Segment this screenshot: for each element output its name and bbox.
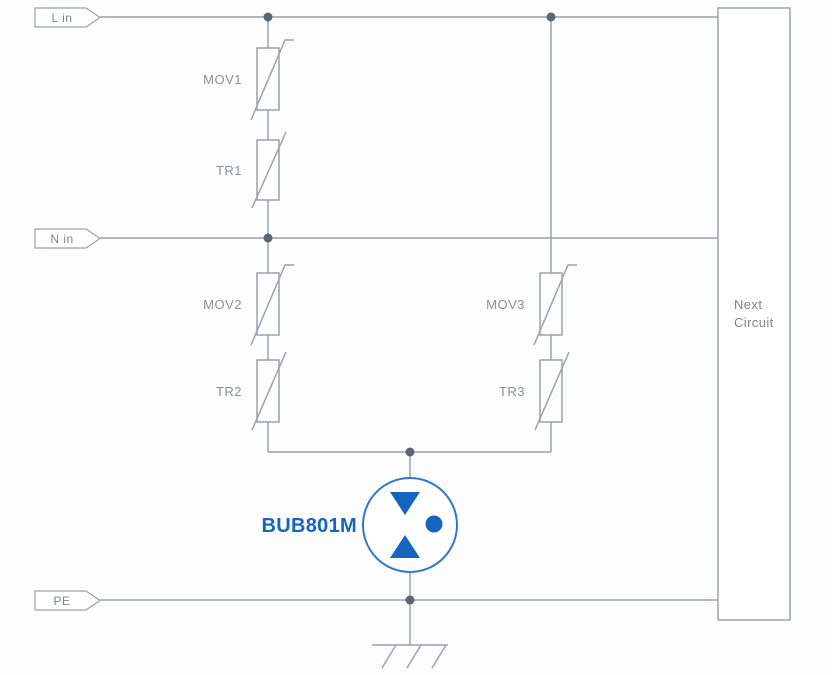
varistor-stroke-icon — [250, 39, 294, 121]
varistor-stroke-icon — [533, 264, 577, 346]
junction-dot — [546, 12, 556, 22]
gdt-electrode-side-icon — [425, 515, 443, 533]
junction-dot — [263, 12, 273, 22]
component-tr2 — [251, 351, 287, 431]
varistor-stroke-icon — [250, 264, 294, 346]
gdt-ring-icon — [362, 477, 458, 573]
earth-ground-icon — [372, 644, 448, 669]
gdt-electrode-top-icon — [390, 492, 420, 515]
component-tr1 — [251, 131, 287, 209]
terminal-l-in: L in — [34, 7, 102, 28]
terminal-tag-shape — [34, 228, 102, 249]
thermistor-stroke-icon — [251, 131, 287, 209]
terminal-tag-shape — [34, 7, 102, 28]
next-circuit-label-line2: Circuit — [734, 315, 774, 330]
component-tr3 — [534, 351, 570, 431]
thermistor-stroke-icon — [534, 351, 570, 431]
terminal-tag-shape — [34, 590, 102, 611]
label-mov1: MOV1 — [203, 72, 242, 87]
thermistor-stroke-icon — [251, 351, 287, 431]
junction-dot — [263, 233, 273, 243]
terminal-n-in: N in — [34, 228, 102, 249]
junction-dot — [405, 447, 415, 457]
component-mov3 — [533, 264, 577, 346]
label-mov2: MOV2 — [203, 297, 242, 312]
junction-dots — [263, 12, 556, 605]
component-mov2 — [250, 264, 294, 346]
gdt-electrode-bottom-icon — [390, 535, 420, 558]
component-gdt — [362, 477, 458, 573]
label-mov3: MOV3 — [486, 297, 525, 312]
terminal-n-in-label: N in — [50, 232, 73, 246]
components — [250, 39, 577, 431]
terminals: L in N in PE — [34, 7, 102, 611]
junction-dot — [405, 595, 415, 605]
terminal-pe-label: PE — [53, 594, 70, 608]
label-gdt: BUB801M — [262, 515, 357, 537]
component-labels: MOV1 TR1 MOV2 TR2 MOV3 TR3 BUB801M — [203, 72, 525, 537]
label-tr1: TR1 — [216, 163, 242, 178]
label-tr3: TR3 — [499, 384, 525, 399]
terminal-pe: PE — [34, 590, 102, 611]
next-circuit-box — [717, 7, 791, 621]
terminal-l-in-label: L in — [52, 11, 73, 25]
next-circuit-block: Next Circuit — [717, 7, 791, 621]
next-circuit-label-line1: Next — [734, 297, 762, 312]
label-tr2: TR2 — [216, 384, 242, 399]
component-mov1 — [250, 39, 294, 121]
